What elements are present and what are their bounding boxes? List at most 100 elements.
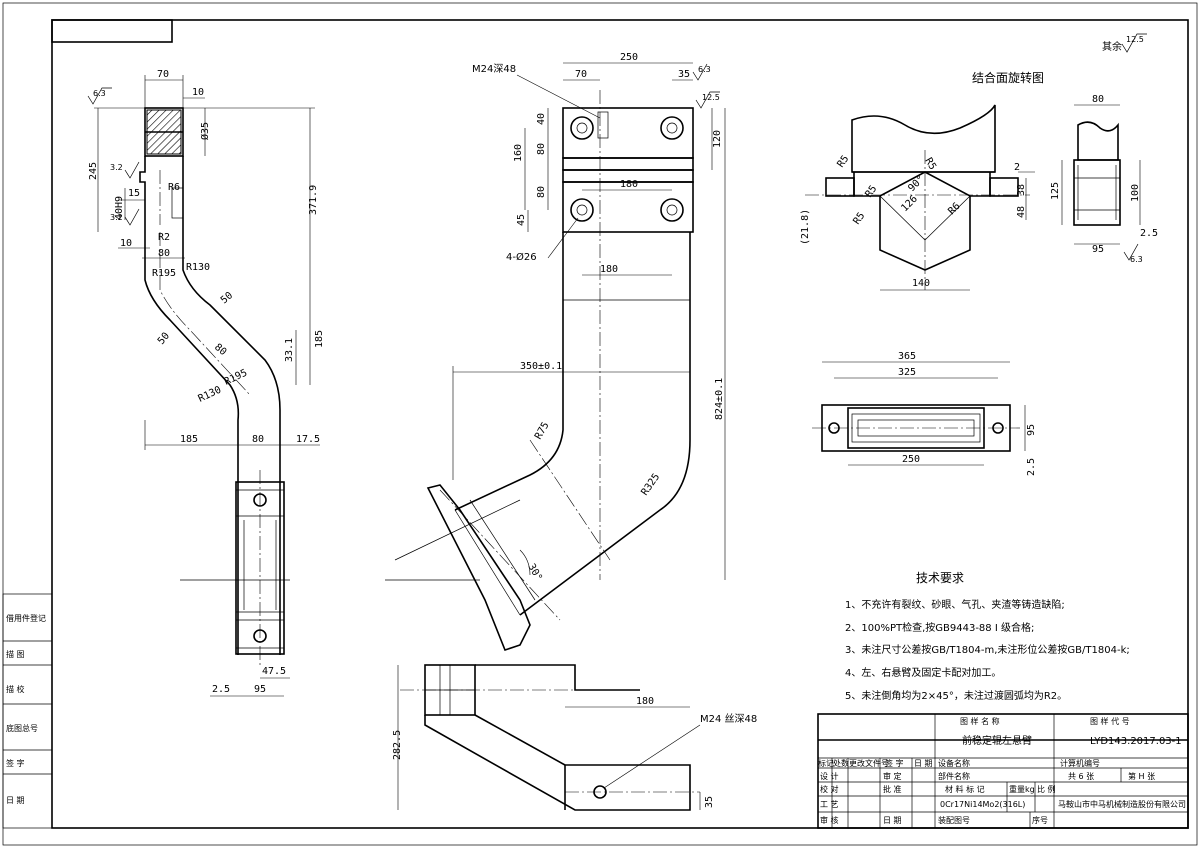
svg-text:95: 95	[1092, 244, 1104, 255]
svg-text:比 例: 比 例	[1037, 784, 1056, 794]
svg-text:1、不充许有裂纹、砂眼、气孔、夹渣等铸造缺陷;: 1、不充许有裂纹、砂眼、气孔、夹渣等铸造缺陷;	[845, 598, 1065, 611]
svg-text:6.3: 6.3	[93, 89, 106, 98]
svg-text:(21.8): (21.8)	[800, 209, 811, 245]
svg-text:80: 80	[158, 248, 170, 259]
svg-text:70: 70	[157, 69, 169, 80]
svg-text:工 艺: 工 艺	[820, 800, 839, 809]
svg-text:45: 45	[516, 214, 527, 226]
svg-text:2.5: 2.5	[212, 684, 230, 695]
svg-text:R6: R6	[946, 201, 962, 217]
sidebar-item: 借用件登记	[6, 613, 46, 623]
svg-text:前稳定辊左悬臂: 前稳定辊左悬臂	[962, 734, 1032, 747]
svg-text:185: 185	[180, 434, 198, 445]
svg-text:部件名称: 部件名称	[938, 771, 970, 781]
svg-text:6.3: 6.3	[698, 65, 711, 74]
svg-text:LYD143.2017.03-1: LYD143.2017.03-1	[1090, 736, 1182, 747]
svg-text:R195: R195	[152, 268, 176, 279]
svg-text:计算机编号: 计算机编号	[1060, 758, 1100, 768]
svg-text:90°: 90°	[906, 174, 927, 195]
svg-text:装配图号: 装配图号	[938, 815, 970, 825]
svg-text:100: 100	[1130, 184, 1141, 202]
svg-text:日 期: 日 期	[883, 816, 902, 825]
svg-text:4、左、右悬臂及固定卡配对加工。: 4、左、右悬臂及固定卡配对加工。	[845, 666, 1001, 679]
sidebar-item: 签 字	[6, 758, 25, 768]
svg-text:126: 126	[899, 194, 920, 215]
svg-text:材 料 标 记: 材 料 标 记	[945, 784, 985, 794]
title-block: 图 样 名 称 图 样 代 号 前稳定辊左悬臂 LYD143.2017.03-1…	[817, 713, 1189, 829]
svg-text:371.9: 371.9	[308, 185, 319, 215]
svg-text:3.2: 3.2	[110, 213, 123, 222]
svg-text:日 期: 日 期	[914, 759, 933, 768]
sidebar-table: 借用件登记 描 图 描 校 底图总号 签 字 日 期	[2, 593, 53, 829]
svg-text:其余: 其余	[1102, 40, 1122, 53]
svg-text:技术要求: 技术要求	[916, 571, 964, 585]
svg-text:95: 95	[254, 684, 266, 695]
svg-text:350±0.1: 350±0.1	[520, 361, 562, 372]
svg-text:70: 70	[575, 69, 587, 80]
svg-text:R2: R2	[158, 232, 170, 243]
svg-text:38: 38	[1016, 184, 1027, 196]
svg-text:824±0.1: 824±0.1	[714, 378, 725, 420]
svg-text:R5: R5	[863, 184, 879, 200]
svg-text:180: 180	[636, 696, 654, 707]
sidebar-item: 日 期	[6, 796, 25, 805]
svg-text:125: 125	[1050, 182, 1061, 200]
svg-text:R5: R5	[835, 154, 851, 170]
svg-text:325: 325	[898, 367, 916, 378]
svg-text:35: 35	[704, 796, 715, 808]
svg-text:R5: R5	[851, 211, 867, 227]
svg-text:R195: R195	[223, 368, 249, 388]
svg-text:180: 180	[600, 264, 618, 275]
tech-requirements: 技术要求 1、不充许有裂纹、砂眼、气孔、夹渣等铸造缺陷; 2、100%PT检查,…	[845, 571, 1130, 702]
svg-text:处数: 处数	[833, 758, 849, 768]
svg-text:245: 245	[88, 162, 99, 180]
svg-text:共 6 张: 共 6 张	[1068, 772, 1094, 781]
svg-text:R75: R75	[533, 420, 552, 441]
svg-text:2.5: 2.5	[1140, 228, 1158, 239]
svg-text:2.5: 2.5	[1026, 458, 1037, 476]
left-view: 70 10 Ø35 245 371.9 40H9 15 10 80 R195 R…	[87, 69, 325, 697]
svg-text:重量kg: 重量kg	[1009, 784, 1035, 794]
svg-text:2、100%PT检查,按GB9443-88 I 级合格;: 2、100%PT检查,按GB9443-88 I 级合格;	[845, 621, 1034, 634]
top-left-box	[51, 19, 173, 43]
svg-text:80: 80	[212, 342, 228, 358]
svg-text:4-Ø26: 4-Ø26	[506, 251, 537, 263]
svg-text:校 对: 校 对	[820, 784, 839, 794]
svg-text:282.5: 282.5	[392, 730, 403, 760]
svg-text:47.5: 47.5	[262, 666, 286, 677]
sidebar-item: 底图总号	[6, 723, 38, 733]
svg-text:0Cr17Ni14Mo2(316L): 0Cr17Ni14Mo2(316L)	[940, 800, 1025, 809]
svg-text:50: 50	[219, 290, 235, 306]
svg-text:95: 95	[1026, 424, 1037, 436]
svg-text:3.2: 3.2	[110, 163, 123, 172]
svg-text:M24 丝深48: M24 丝深48	[700, 713, 757, 725]
svg-text:R6: R6	[168, 182, 180, 193]
svg-text:250: 250	[620, 52, 638, 63]
svg-text:更改文件号: 更改文件号	[849, 758, 889, 768]
svg-text:80: 80	[536, 186, 547, 198]
inner-frame	[51, 19, 1189, 829]
main-view: 250 70 35 M24深48 40 80 160 120 180 80 45…	[385, 52, 726, 651]
svg-text:图 样 代 号: 图 样 代 号	[1090, 716, 1130, 726]
svg-text:Ø35: Ø35	[199, 122, 211, 140]
top-view: 365 325 250 95 2.5	[812, 351, 1037, 476]
svg-text:80: 80	[1092, 94, 1104, 105]
svg-text:马鞍山市中马机械制造股份有限公司: 马鞍山市中马机械制造股份有限公司	[1058, 799, 1186, 809]
roughness-note: 其余 12.5	[1102, 33, 1147, 53]
svg-text:6.3: 6.3	[1130, 255, 1143, 264]
svg-text:180: 180	[620, 179, 638, 190]
svg-text:50: 50	[156, 331, 172, 347]
svg-text:185: 185	[314, 330, 325, 348]
svg-text:第 H 张: 第 H 张	[1128, 771, 1155, 781]
svg-text:R130: R130	[186, 262, 210, 273]
svg-text:33.1: 33.1	[284, 338, 295, 362]
svg-text:10: 10	[120, 238, 132, 249]
svg-text:3、未注尺寸公差按GB/T1804-m,未注形位公差按GB/: 3、未注尺寸公差按GB/T1804-m,未注形位公差按GB/T1804-k;	[845, 643, 1130, 656]
svg-text:标记: 标记	[818, 758, 834, 768]
svg-text:审 定: 审 定	[883, 771, 902, 781]
svg-text:365: 365	[898, 351, 916, 362]
svg-text:17.5: 17.5	[296, 434, 320, 445]
svg-text:M24深48: M24深48	[472, 63, 516, 75]
